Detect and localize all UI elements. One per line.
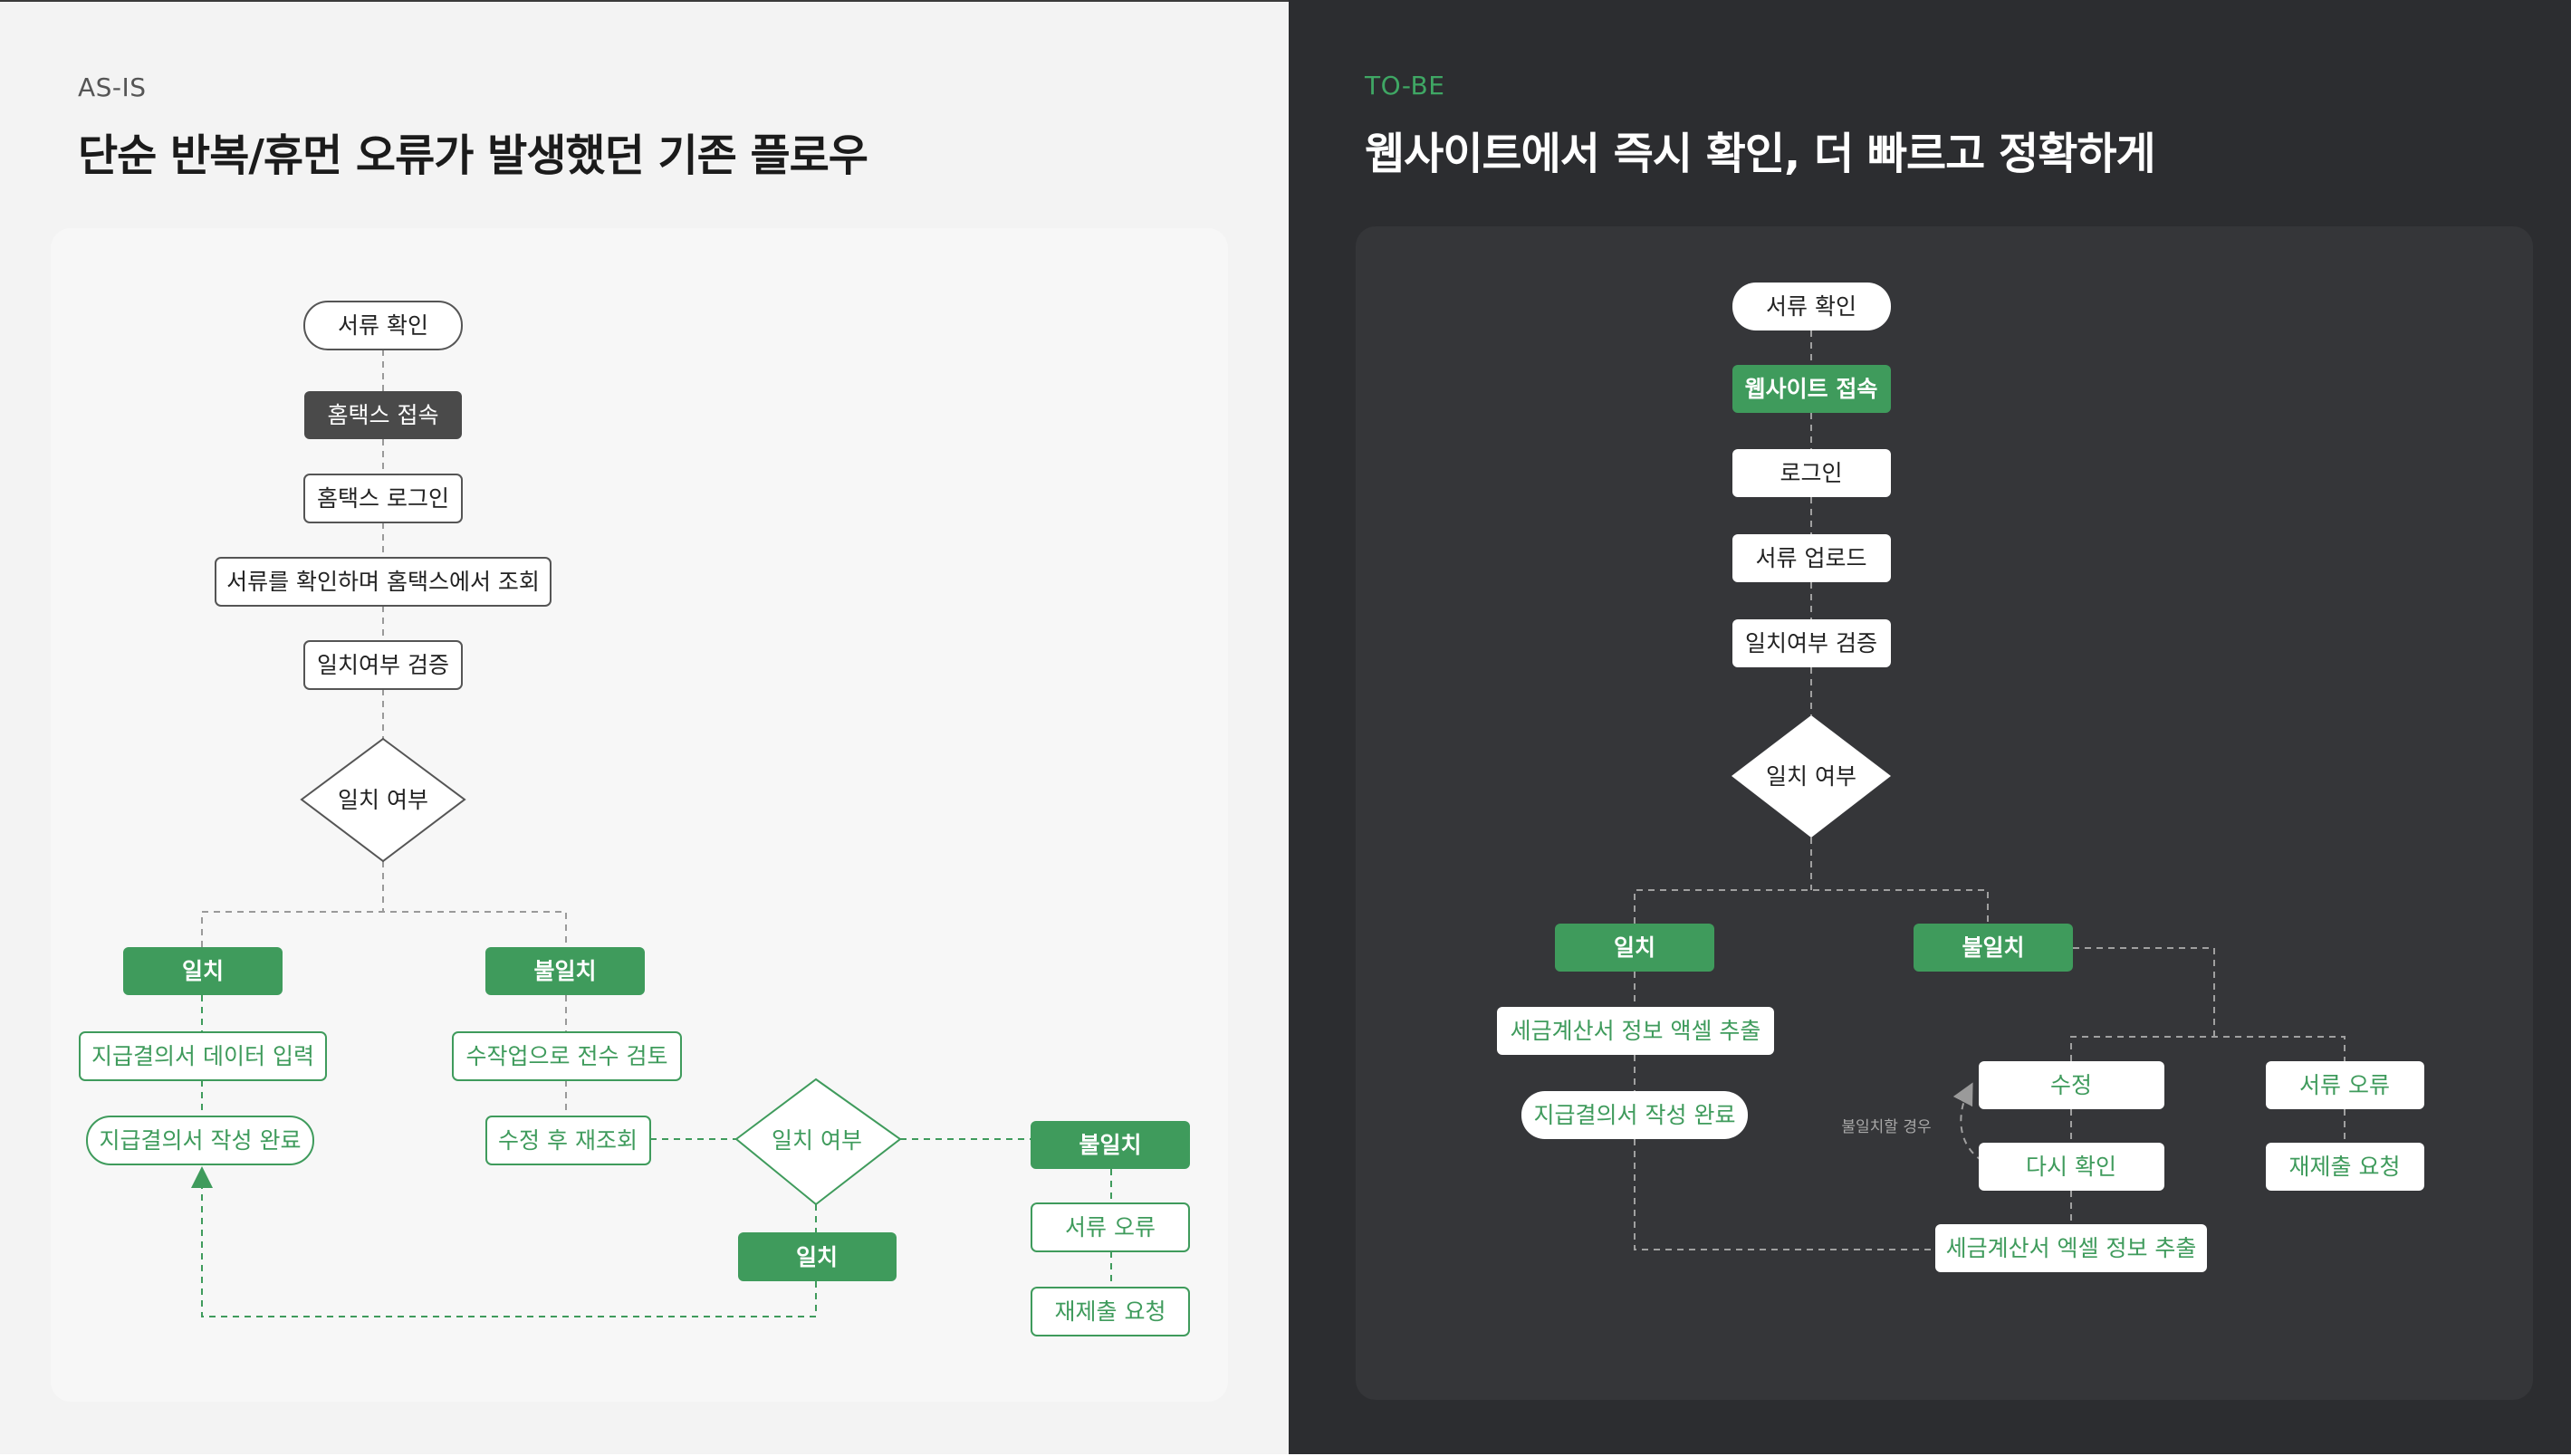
svg-text:웹사이트 접속: 웹사이트 접속 <box>1745 376 1878 402</box>
tobe-diagram-card <box>1356 226 2533 1400</box>
svg-text:일치: 일치 <box>1614 934 1655 961</box>
svg-text:불일치: 불일치 <box>1079 1132 1141 1158</box>
svg-text:일치여부 검증: 일치여부 검증 <box>317 652 449 678</box>
svg-text:일치: 일치 <box>182 958 224 984</box>
svg-text:불일치: 불일치 <box>1962 934 2024 961</box>
tobe-node-fix: 수정 <box>1979 1061 2164 1109</box>
asis-connectors <box>201 350 567 1116</box>
svg-text:로그인: 로그인 <box>1780 460 1842 486</box>
asis-node-manual: 수작업으로 전수 검토 <box>452 1031 682 1081</box>
tobe-node-resubmit: 재제출 요청 <box>2266 1143 2424 1191</box>
svg-text:서류 오류: 서류 오류 <box>2299 1072 2390 1098</box>
svg-text:일치 여부: 일치 여부 <box>338 787 428 813</box>
svg-text:세금계산서 정보 액셀 추출: 세금계산서 정보 액셀 추출 <box>1511 1018 1761 1044</box>
asis-node-access: 홈택스 접속 <box>304 391 462 439</box>
tobe-node-check: 서류 확인 <box>1732 283 1891 330</box>
tobe-node-login: 로그인 <box>1732 449 1891 497</box>
tobe-node-access: 웹사이트 접속 <box>1732 365 1891 413</box>
svg-text:일치: 일치 <box>796 1244 838 1270</box>
asis-node-match: 일치 <box>123 947 283 995</box>
asis-node-match2: 일치 <box>738 1232 897 1281</box>
svg-text:홈택스 접속: 홈택스 접속 <box>328 402 439 428</box>
asis-node-resubmit: 재제출 요청 <box>1031 1287 1190 1336</box>
svg-text:서류 업로드: 서류 업로드 <box>1756 545 1867 571</box>
tobe-node-recheck: 다시 확인 <box>1979 1143 2164 1191</box>
tobe-title: 웹사이트에서 즉시 확인, 더 빠르고 정확하게 <box>1365 129 2156 179</box>
svg-text:수작업으로 전수 검토: 수작업으로 전수 검토 <box>466 1043 668 1069</box>
asis-node-docerr: 서류 오류 <box>1031 1202 1190 1252</box>
asis-eyebrow: AS-IS <box>78 72 147 102</box>
svg-text:지급결의서 데이터 입력: 지급결의서 데이터 입력 <box>91 1043 314 1069</box>
tobe-decision-match: 일치 여부 <box>1732 715 1891 838</box>
svg-text:수정: 수정 <box>2050 1072 2092 1098</box>
tobe-panel: TO-BE 웹사이트에서 즉시 확인, 더 빠르고 정확하게 <box>1289 0 2571 1454</box>
svg-text:서류 오류: 서류 오류 <box>1065 1214 1156 1240</box>
svg-text:세금계산서 엑셀 정보 추출: 세금계산서 엑셀 정보 추출 <box>1946 1235 2197 1261</box>
tobe-loop-label: 불일치할 경우 <box>1841 1118 1931 1136</box>
svg-text:서류 확인: 서류 확인 <box>338 312 428 339</box>
asis-title: 단순 반복/휴먼 오류가 발생했던 기존 플로우 <box>78 130 868 181</box>
tobe-node-upload: 서류 업로드 <box>1732 534 1891 582</box>
asis-panel: AS-IS 단순 반복/휴먼 오류가 발생했던 기존 플로우 <box>0 0 1289 1454</box>
asis-decision-match: 일치 여부 <box>300 737 466 863</box>
tobe-node-match: 일치 <box>1555 924 1714 972</box>
asis-node-done: 지급결의서 작성 완료 <box>86 1116 314 1165</box>
asis-node-query: 서류를 확인하며 홈택스에서 조회 <box>215 557 552 607</box>
asis-node-recheck: 수정 후 재조회 <box>485 1116 651 1165</box>
svg-text:지급결의서 작성 완료: 지급결의서 작성 완료 <box>100 1127 302 1154</box>
svg-text:지급결의서 작성 완료: 지급결의서 작성 완료 <box>1534 1102 1736 1128</box>
asis-node-input: 지급결의서 데이터 입력 <box>79 1031 327 1081</box>
svg-text:다시 확인: 다시 확인 <box>2026 1154 2116 1180</box>
svg-text:재제출 요청: 재제출 요청 <box>2289 1154 2401 1180</box>
tobe-node-mismatch: 불일치 <box>1914 924 2073 972</box>
svg-text:재제출 요청: 재제출 요청 <box>1055 1298 1166 1325</box>
tobe-flowchart: 서류 확인 웹사이트 접속 로그인 서류 업로드 일치여부 검증 일치 여부 일… <box>1497 283 2424 1272</box>
svg-text:서류 확인: 서류 확인 <box>1766 293 1856 320</box>
asis-node-login: 홈택스 로그인 <box>303 474 463 523</box>
tobe-node-docerr: 서류 오류 <box>2266 1061 2424 1109</box>
svg-text:서류를 확인하며 홈택스에서 조회: 서류를 확인하며 홈택스에서 조회 <box>226 569 540 595</box>
asis-node-mismatch2: 불일치 <box>1031 1121 1190 1169</box>
asis-node-mismatch: 불일치 <box>485 947 645 995</box>
svg-text:일치 여부: 일치 여부 <box>1766 763 1856 790</box>
svg-text:수정 후 재조회: 수정 후 재조회 <box>498 1127 638 1154</box>
svg-text:불일치: 불일치 <box>533 958 596 984</box>
asis-node-verify: 일치여부 검증 <box>303 640 463 690</box>
asis-node-check: 서류 확인 <box>303 301 463 350</box>
svg-text:홈택스 로그인: 홈택스 로그인 <box>317 485 449 512</box>
svg-text:일치 여부: 일치 여부 <box>772 1127 862 1154</box>
asis-connectors-green <box>191 995 1112 1317</box>
asis-decision-match2: 일치 여부 <box>734 1078 902 1206</box>
tobe-node-extract1: 세금계산서 정보 액셀 추출 <box>1497 1007 1774 1055</box>
tobe-eyebrow: TO-BE <box>1365 71 1445 101</box>
tobe-connectors <box>1634 330 2346 1250</box>
svg-text:일치여부 검증: 일치여부 검증 <box>1745 630 1877 656</box>
tobe-node-extract2: 세금계산서 엑셀 정보 추출 <box>1935 1224 2207 1272</box>
asis-flowchart: 서류 확인 홈택스 접속 홈택스 로그인 서류를 확인하며 홈택스에서 조회 일… <box>79 301 1190 1336</box>
tobe-node-done: 지급결의서 작성 완료 <box>1521 1091 1748 1139</box>
tobe-node-verify: 일치여부 검증 <box>1732 619 1891 667</box>
